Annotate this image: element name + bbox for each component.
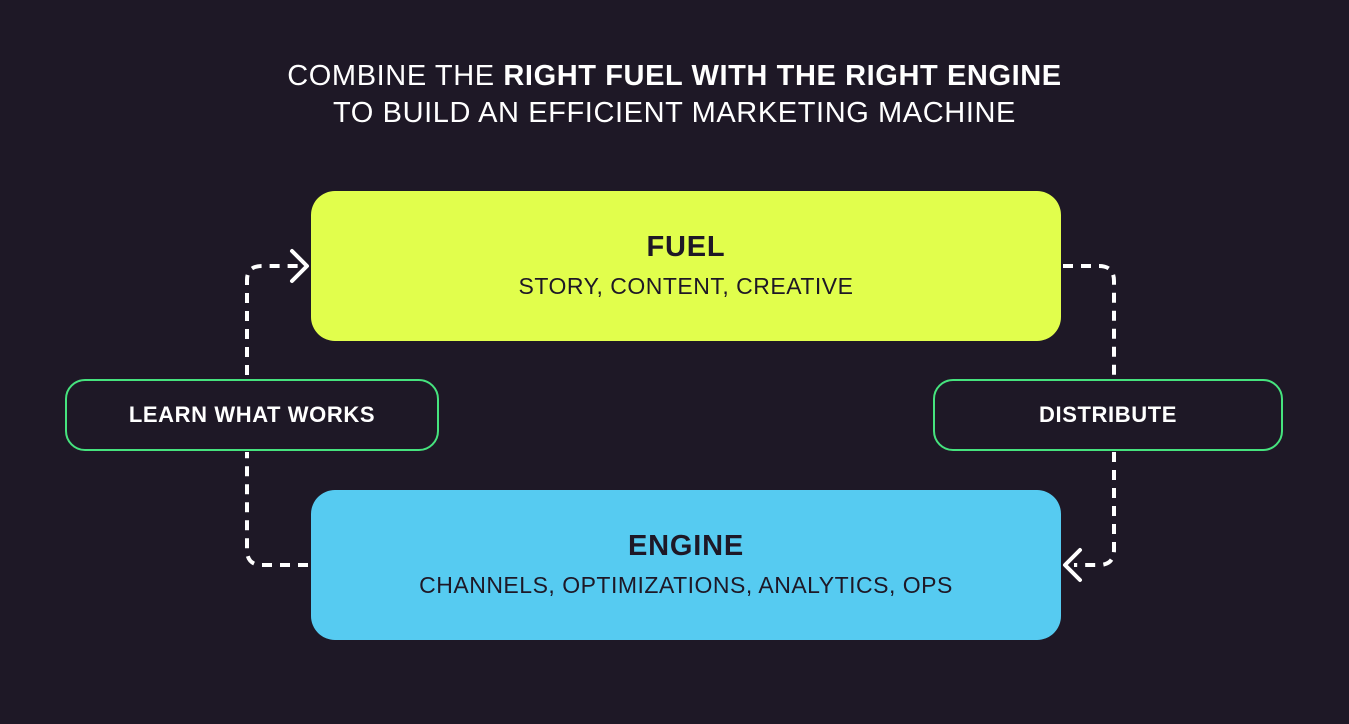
engine-subtitle: CHANNELS, OPTIMIZATIONS, ANALYTICS, OPS: [419, 572, 953, 598]
arrow-into-engine-icon: [1063, 548, 1082, 582]
fuel-title: FUEL: [646, 231, 726, 263]
connector-engine-to-learn: [245, 452, 308, 567]
arrow-into-fuel-icon: [290, 249, 309, 283]
connector-learn-to-fuel: [245, 264, 300, 375]
engine-block: ENGINE CHANNELS, OPTIMIZATIONS, ANALYTIC…: [311, 490, 1061, 640]
fuel-subtitle: STORY, CONTENT, CREATIVE: [518, 273, 854, 299]
headline-line-2: TO BUILD AN EFFICIENT MARKETING MACHINE: [333, 97, 1016, 129]
connector-fuel-to-distribute: [1063, 264, 1116, 375]
connector-distribute-to-engine: [1074, 452, 1116, 567]
headline-emphasis: RIGHT FUEL WITH THE RIGHT ENGINE: [503, 60, 1062, 92]
learn-what-works-step: LEARN WHAT WORKS: [65, 379, 439, 451]
distribute-step: DISTRIBUTE: [933, 379, 1283, 451]
engine-title: ENGINE: [628, 530, 744, 562]
headline-line-1: COMBINE THE RIGHT FUEL WITH THE RIGHT EN…: [0, 58, 1349, 95]
headline-prefix: COMBINE THE: [287, 60, 504, 92]
fuel-block: FUEL STORY, CONTENT, CREATIVE: [311, 191, 1061, 341]
